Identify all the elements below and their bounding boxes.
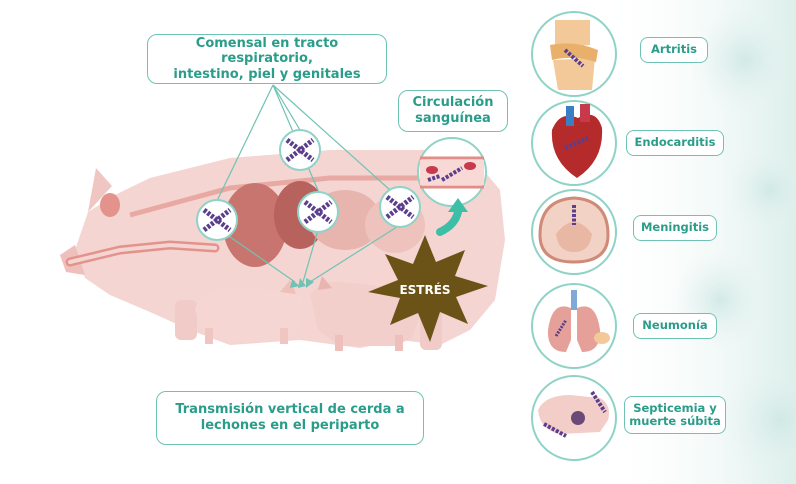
bacteria-icon xyxy=(279,129,321,171)
commensal-box: Comensal en tracto respiratorio, intesti… xyxy=(147,34,387,84)
sow-leg xyxy=(175,300,197,340)
stress-label: ESTRÉS xyxy=(399,283,451,297)
arrow-up-icon xyxy=(436,208,462,236)
bokeh-circle xyxy=(725,145,796,235)
bokeh-circle xyxy=(720,360,796,480)
bokeh-circle xyxy=(690,5,796,115)
piglet-icon xyxy=(531,375,617,461)
piglet-right xyxy=(310,276,420,351)
lung-organ xyxy=(223,183,287,267)
disease-label-meningitis: Meningitis xyxy=(633,215,717,241)
disease-label-text: Meningitis xyxy=(640,220,710,235)
disease-label-text: Neumonía xyxy=(642,318,708,333)
transmission-arrow xyxy=(302,229,319,283)
vertical-line1: Transmisión vertical de cerda a xyxy=(175,402,405,418)
commensal-line2: intestino, piel y genitales xyxy=(173,66,361,82)
piglet-left xyxy=(195,280,302,344)
transmission-arrow xyxy=(219,229,296,283)
circulation-line1: Circulación xyxy=(412,95,494,111)
brain-icon xyxy=(531,189,617,275)
heart-icon xyxy=(531,100,617,186)
connector-line xyxy=(272,84,301,131)
disease-label-text: Septicemia y xyxy=(633,400,717,415)
commensal-line1: Comensal en tracto respiratorio, xyxy=(195,35,339,67)
vertical-line2: lechones en el periparto xyxy=(200,418,380,433)
disease-label-text: Endocarditis xyxy=(634,135,716,150)
disease-label-pneumonia: Neumonía xyxy=(633,313,717,339)
disease-label-text: Artritis xyxy=(651,42,697,57)
sow-ear xyxy=(88,168,112,212)
stress-burst-icon xyxy=(368,235,488,342)
disease-label-arthritis: Artritis xyxy=(640,37,708,63)
knee-joint-icon xyxy=(531,11,617,97)
bacteria-icon xyxy=(379,186,421,228)
disease-label-text: muerte súbita xyxy=(629,414,721,428)
circulation-box: Circulación sanguínea xyxy=(398,90,508,132)
bacteria-icon xyxy=(196,199,238,241)
blood-vessel-icon xyxy=(417,137,487,207)
circulation-line2: sanguínea xyxy=(415,111,491,126)
disease-label-septicemia: Septicemia y muerte súbita xyxy=(624,396,726,434)
transmission-arrow xyxy=(309,224,401,283)
lungs-icon xyxy=(531,283,617,369)
bacteria-icon xyxy=(297,191,339,233)
vertical-transmission-box: Transmisión vertical de cerda a lechones… xyxy=(156,391,424,445)
disease-label-endocarditis: Endocarditis xyxy=(626,130,724,156)
connector-line xyxy=(272,84,391,191)
connector-line xyxy=(214,84,274,206)
